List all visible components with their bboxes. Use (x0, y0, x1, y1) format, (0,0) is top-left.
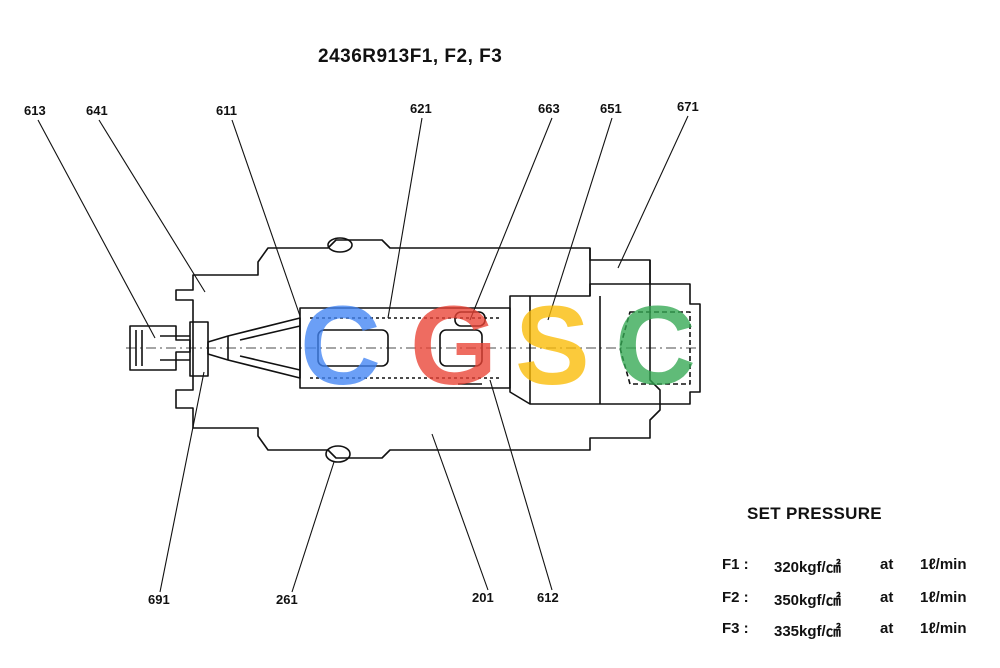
row-value: 335kgf/㎠ (774, 623, 841, 640)
part-label-613: 613 (24, 103, 46, 118)
watermark-letter-g: G (410, 283, 497, 408)
part-label-261: 261 (276, 592, 298, 607)
ring-663 (454, 311, 486, 327)
cgsc-watermark: C G S C (300, 283, 696, 408)
diagram-title: 2436R913F1, F2, F3 (318, 46, 503, 67)
part-label-201: 201 (472, 590, 494, 605)
watermark-letter-c2: C (615, 283, 696, 408)
row-id: F1 : (722, 556, 749, 573)
part-label-621: 621 (410, 101, 432, 116)
watermark-letter-c1: C (300, 283, 381, 408)
set-pressure-title: SET PRESSURE (747, 504, 882, 523)
row-value: 350kgf/㎠ (774, 592, 841, 609)
row-flow: 1ℓ/min (920, 589, 967, 606)
watermark-letter-s: S (515, 283, 590, 408)
o-ring-261 (325, 445, 351, 463)
part-label-611: 611 (216, 103, 237, 118)
row-id: F3 : (722, 620, 749, 637)
part-label-663: 663 (538, 101, 560, 116)
part-label-691: 691 (148, 592, 170, 607)
row-at: at (880, 620, 894, 637)
row-value: 320kgf/㎠ (774, 559, 841, 576)
row-flow: 1ℓ/min (920, 620, 967, 637)
part-label-612: 612 (537, 590, 559, 605)
part-label-641: 641 (86, 103, 108, 118)
part-label-671: 671 (677, 99, 699, 114)
row-flow: 1ℓ/min (920, 556, 967, 573)
row-at: at (880, 589, 894, 606)
row-id: F2 : (722, 589, 749, 606)
o-ring-top (327, 237, 353, 253)
row-at: at (880, 556, 894, 573)
leader-lines (37, 115, 689, 593)
valve-body-outline (175, 239, 661, 459)
part-label-651: 651 (600, 101, 622, 116)
